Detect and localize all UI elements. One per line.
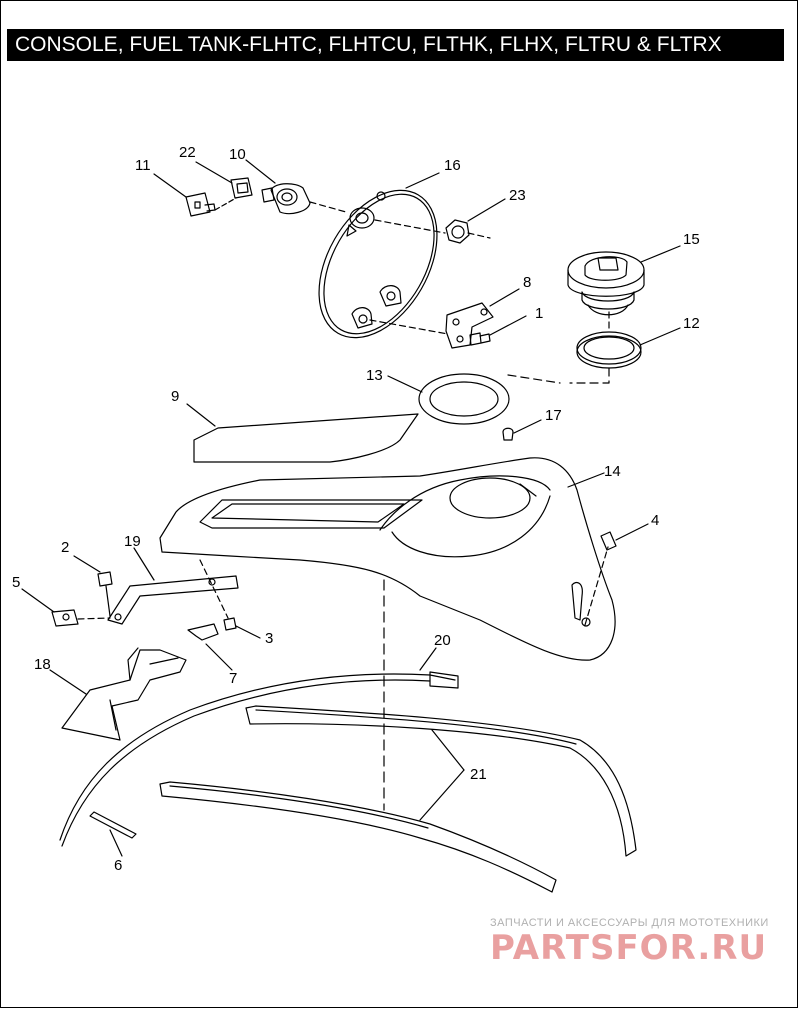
callout-1: 1 <box>535 305 543 322</box>
callout-4: 4 <box>651 512 659 529</box>
callout-23: 23 <box>509 187 526 204</box>
callout-17: 17 <box>545 407 562 424</box>
callout-3: 3 <box>265 630 273 647</box>
part-6-pin <box>89 811 137 857</box>
watermark-logo: PARTSFOR.RU <box>490 928 768 968</box>
part-21-trim <box>159 705 637 893</box>
callout-22: 22 <box>179 144 196 161</box>
callout-21: 21 <box>470 766 487 783</box>
callout-16: 16 <box>444 157 461 174</box>
callout-6: 6 <box>114 857 122 874</box>
callout-12: 12 <box>683 315 700 332</box>
part-1-screw <box>469 315 527 346</box>
part-4-screw <box>600 523 649 551</box>
part-10-socket <box>245 159 347 215</box>
callout-14: 14 <box>604 463 621 480</box>
callout-19: 19 <box>124 533 141 550</box>
callout-10: 10 <box>229 146 246 163</box>
part-22-clip <box>195 161 253 211</box>
part-18-latch <box>49 647 187 741</box>
part-8-bracket <box>369 288 520 349</box>
part-12-gasket <box>569 311 681 384</box>
part-20-cable <box>59 647 459 847</box>
part-3-screw <box>199 559 261 639</box>
part-9-pad <box>186 403 419 463</box>
part-15-fuel-cap <box>567 245 681 316</box>
callout-5: 5 <box>12 574 20 591</box>
watermark-caption: ЗАПЧАСТИ И АКСЕССУАРЫ ДЛЯ МОТОТЕХНИКИ <box>490 917 769 929</box>
callout-18: 18 <box>34 656 51 673</box>
callout-9: 9 <box>171 388 179 405</box>
part-23-nut <box>445 198 506 244</box>
callout-15: 15 <box>683 231 700 248</box>
part-14-console <box>159 457 616 661</box>
callout-20: 20 <box>434 632 451 649</box>
part-19-bracket <box>107 547 239 625</box>
part-5-nut <box>21 588 111 627</box>
page-title: CONSOLE, FUEL TANK-FLHTC, FLHTCU, FLTHK,… <box>7 29 784 61</box>
part-13-ring <box>387 373 561 425</box>
callout-13: 13 <box>366 367 383 384</box>
callout-8: 8 <box>523 274 531 291</box>
callout-labels: 11 22 10 16 23 15 8 1 12 13 9 17 14 4 2 … <box>12 144 700 874</box>
part-2-bolt <box>73 555 113 617</box>
part-16-plate <box>318 172 446 339</box>
part-11-bracket <box>153 173 216 217</box>
part-7-clip <box>187 623 233 671</box>
part-17-plug <box>502 419 542 441</box>
callout-7: 7 <box>229 670 237 687</box>
callout-2: 2 <box>61 539 69 556</box>
callout-11: 11 <box>135 157 151 174</box>
